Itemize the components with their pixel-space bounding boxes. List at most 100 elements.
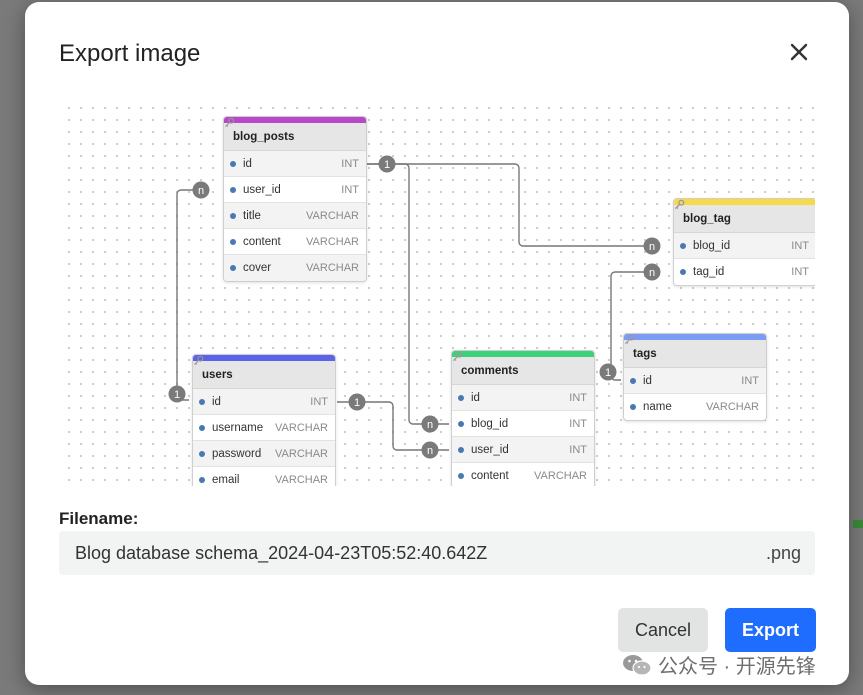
field-handle[interactable] (199, 477, 205, 483)
watermark: 公众号 · 开源先锋 (622, 650, 816, 679)
field-handle[interactable] (199, 424, 205, 431)
field-name: username (212, 421, 264, 434)
field-type: VARCHAR (306, 210, 359, 222)
field-name: content (243, 235, 281, 248)
relationship-lines: 1 n n n 1 1 n n 1 (168, 155, 661, 459)
svg-text:n: n (198, 185, 204, 197)
export-button[interactable]: Export (725, 608, 816, 652)
filename-input[interactable]: Blog database schema_2024-04-23T05:52:40… (59, 531, 815, 575)
field-type: VARCHAR (275, 448, 328, 460)
field-handle[interactable] (230, 186, 236, 193)
table-color-bar (624, 334, 766, 340)
field-type-label: VARCHAR (275, 474, 328, 486)
filename-value[interactable]: Blog database schema_2024-04-23T05:52:40… (75, 542, 488, 563)
field-handle[interactable] (230, 265, 236, 271)
field-name: user_id (471, 443, 509, 456)
field-type: INT (193, 355, 328, 408)
table-field[interactable]: id INT (224, 117, 366, 177)
table-field[interactable]: password VARCHAR (193, 441, 335, 467)
field-type: VARCHAR (306, 236, 359, 248)
cancel-button[interactable]: Cancel (618, 608, 708, 652)
filename-extension: .png (765, 542, 801, 563)
field-type: INT (452, 351, 587, 404)
table-name: comments (452, 357, 594, 385)
field-type: INT (341, 184, 359, 196)
field-name: cover (243, 262, 272, 274)
svg-text:1: 1 (605, 367, 611, 379)
field-type: VARCHAR (275, 474, 328, 486)
field-name: blog_id (693, 239, 731, 252)
field-name: id (643, 374, 652, 387)
table-field[interactable]: id INT (193, 355, 335, 415)
key-icon (193, 355, 204, 366)
field-name: id (243, 157, 252, 170)
field-type-label: INT (569, 443, 587, 456)
svg-text:n: n (649, 267, 655, 279)
key-icon (624, 334, 635, 345)
field-type: INT (674, 199, 809, 278)
field-type: INT (224, 117, 359, 170)
table-field[interactable]: username VARCHAR (193, 415, 335, 441)
table-name: blog_tag (674, 205, 815, 233)
table-field[interactable]: blog_id INT (674, 199, 815, 259)
field-type-label: INT (341, 157, 359, 170)
field-type: VARCHAR (306, 262, 359, 274)
field-name: title (243, 209, 261, 222)
field-handle[interactable] (630, 377, 636, 384)
field-handle[interactable] (230, 160, 236, 167)
svg-text:n: n (427, 419, 433, 431)
field-name: password (212, 447, 262, 460)
close-button[interactable] (783, 36, 815, 68)
table-field[interactable]: title VARCHAR (224, 203, 366, 229)
field-handle[interactable] (230, 238, 236, 245)
field-handle[interactable] (458, 446, 464, 453)
field-name: email (212, 474, 240, 486)
table-field[interactable]: user_id INT (452, 437, 594, 463)
table-field[interactable]: content VARCHAR (224, 229, 366, 255)
field-type-label: VARCHAR (275, 447, 328, 460)
filename-label: Filename: (59, 509, 139, 528)
table-field[interactable]: email VARCHAR (193, 467, 335, 486)
svg-text:1: 1 (354, 397, 360, 409)
field-handle[interactable] (630, 404, 636, 410)
field-handle[interactable] (199, 398, 205, 405)
field-type-label: INT (310, 395, 328, 408)
svg-text:n: n (649, 241, 655, 253)
field-type-label: VARCHAR (306, 262, 359, 274)
field-type-label: INT (791, 239, 809, 252)
dialog-title: Export image (59, 40, 201, 67)
key-icon (674, 199, 685, 210)
watermark-text: 公众号 · 开源先锋 (658, 656, 816, 678)
svg-text:1: 1 (384, 159, 390, 171)
field-type-label: VARCHAR (306, 235, 359, 248)
cardinality-markers: 1 n n n 1 1 n n 1 (168, 155, 661, 459)
field-type-label: VARCHAR (706, 401, 759, 413)
field-handle[interactable] (230, 212, 236, 219)
field-name: id (212, 395, 221, 408)
field-type-label: VARCHAR (275, 421, 328, 434)
field-type: INT (569, 418, 587, 430)
svg-text:n: n (427, 445, 433, 457)
key-icon (452, 351, 463, 362)
table-field[interactable]: cover VARCHAR (224, 255, 366, 281)
field-handle[interactable] (458, 473, 464, 479)
field-type: INT (674, 199, 809, 252)
field-handle[interactable] (680, 242, 686, 249)
field-handle[interactable] (680, 269, 686, 275)
field-handle[interactable] (458, 394, 464, 401)
field-handle[interactable] (458, 420, 464, 427)
field-handle[interactable] (199, 450, 205, 457)
